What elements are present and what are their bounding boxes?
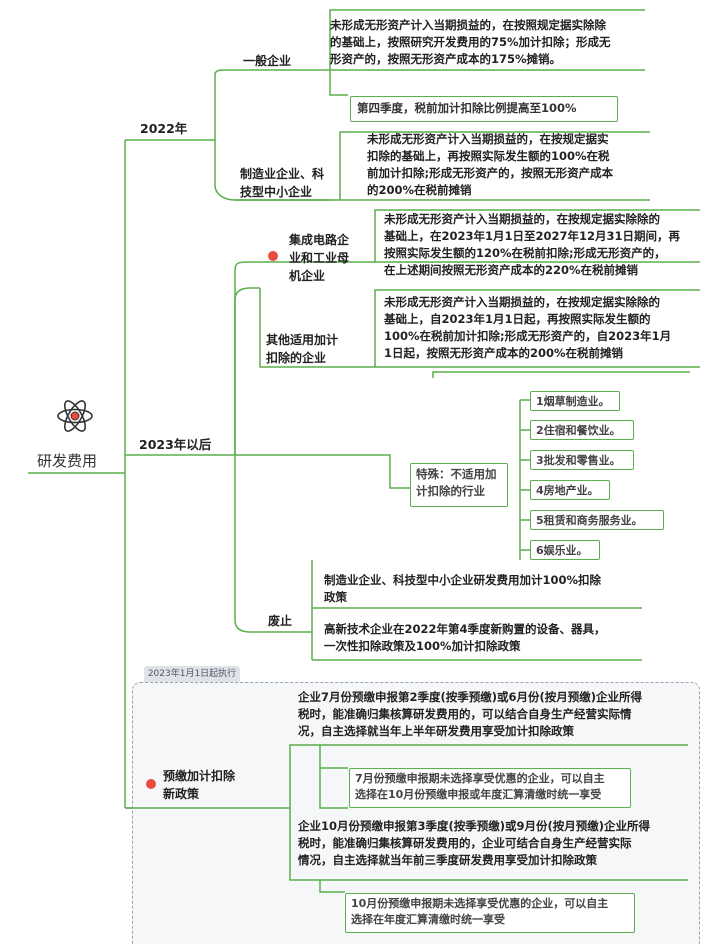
general-enterprise-label: 一般企业 xyxy=(243,54,292,68)
q4-note-box: 第四季度，税前加计扣除比例提高至100% xyxy=(350,96,618,122)
special-item: 2住宿和餐饮业。 xyxy=(530,420,634,440)
special-item: 6娱乐业。 xyxy=(530,540,600,560)
other-enterprise-label: 其他适用加计 扣除的企业 xyxy=(266,333,339,365)
general-enterprise-rule: 未形成无形资产计入当期损益的，在按照规定据实除除 的基础上，按照研究开发费用的7… xyxy=(330,18,611,66)
branch-2023-label: 2023年以后 xyxy=(139,437,212,452)
special-item: 4房地产业。 xyxy=(530,480,610,500)
prepay-oct-rule: 企业10月份预缴申报第3季度(按季预缴)或9月份(按月预缴)企业所得 税时，能准… xyxy=(298,819,651,867)
manufacturing-label: 制造业企业、科 技型中小企业 xyxy=(240,167,325,199)
prepay-oct-note-box: 10月份预缴申报期未选择享受优惠的企业，可以自主 选择在年度汇算清缴时统一享受 xyxy=(345,893,635,933)
special-item: 5租赁和商务服务业。 xyxy=(530,510,664,530)
branch-2022-label: 2022年 xyxy=(140,121,188,136)
abolished-item-2: 高新技术企业在2022年第4季度新购置的设备、器具， 一次性扣除政策及100%加… xyxy=(324,622,606,653)
other-enterprise-rule: 未形成无形资产计入当期损益的，在按规定据实除除的 基础上，自2023年1月1日起… xyxy=(384,295,672,360)
prepay-label: 预缴加计扣除 新政策 xyxy=(163,769,236,801)
red-dot-icon xyxy=(146,779,156,789)
abolished-label: 废止 xyxy=(268,614,293,628)
abolished-item-1: 制造业企业、科技型中小企业研发费用加计100%扣除 政策 xyxy=(324,573,602,604)
special-item: 3批发和零售业。 xyxy=(530,450,634,470)
special-item: 1烟草制造业。 xyxy=(530,391,620,411)
manufacturing-rule: 未形成无形资产计入当期损益的，在按规定据实 扣除的基础上，再按照实际发生额的10… xyxy=(367,132,614,197)
ic-enterprise-label: 集成电路企 业和工业母 机企业 xyxy=(289,233,350,283)
root-node-label: 研发费用 xyxy=(37,452,98,470)
atom-icon xyxy=(57,400,93,432)
ic-enterprise-rule: 未形成无形资产计入当期损益的，在按规定据实除除的 基础上，在2023年1月1日至… xyxy=(384,212,681,277)
prepay-july-rule: 企业7月份预缴申报第2季度(按季预缴)或6月份(按月预缴)企业所得 税时，能准确… xyxy=(298,690,643,738)
effective-date-tag: 2023年1月1日起执行 xyxy=(144,666,240,682)
prepay-july-note-box: 7月份预缴申报期未选择享受优惠的企业，可以自主 选择在10月份预缴申报或年度汇算… xyxy=(349,768,631,808)
special-industry-box: 特殊：不适用加 计扣除的行业 xyxy=(410,463,508,507)
red-dot-icon xyxy=(268,251,278,261)
